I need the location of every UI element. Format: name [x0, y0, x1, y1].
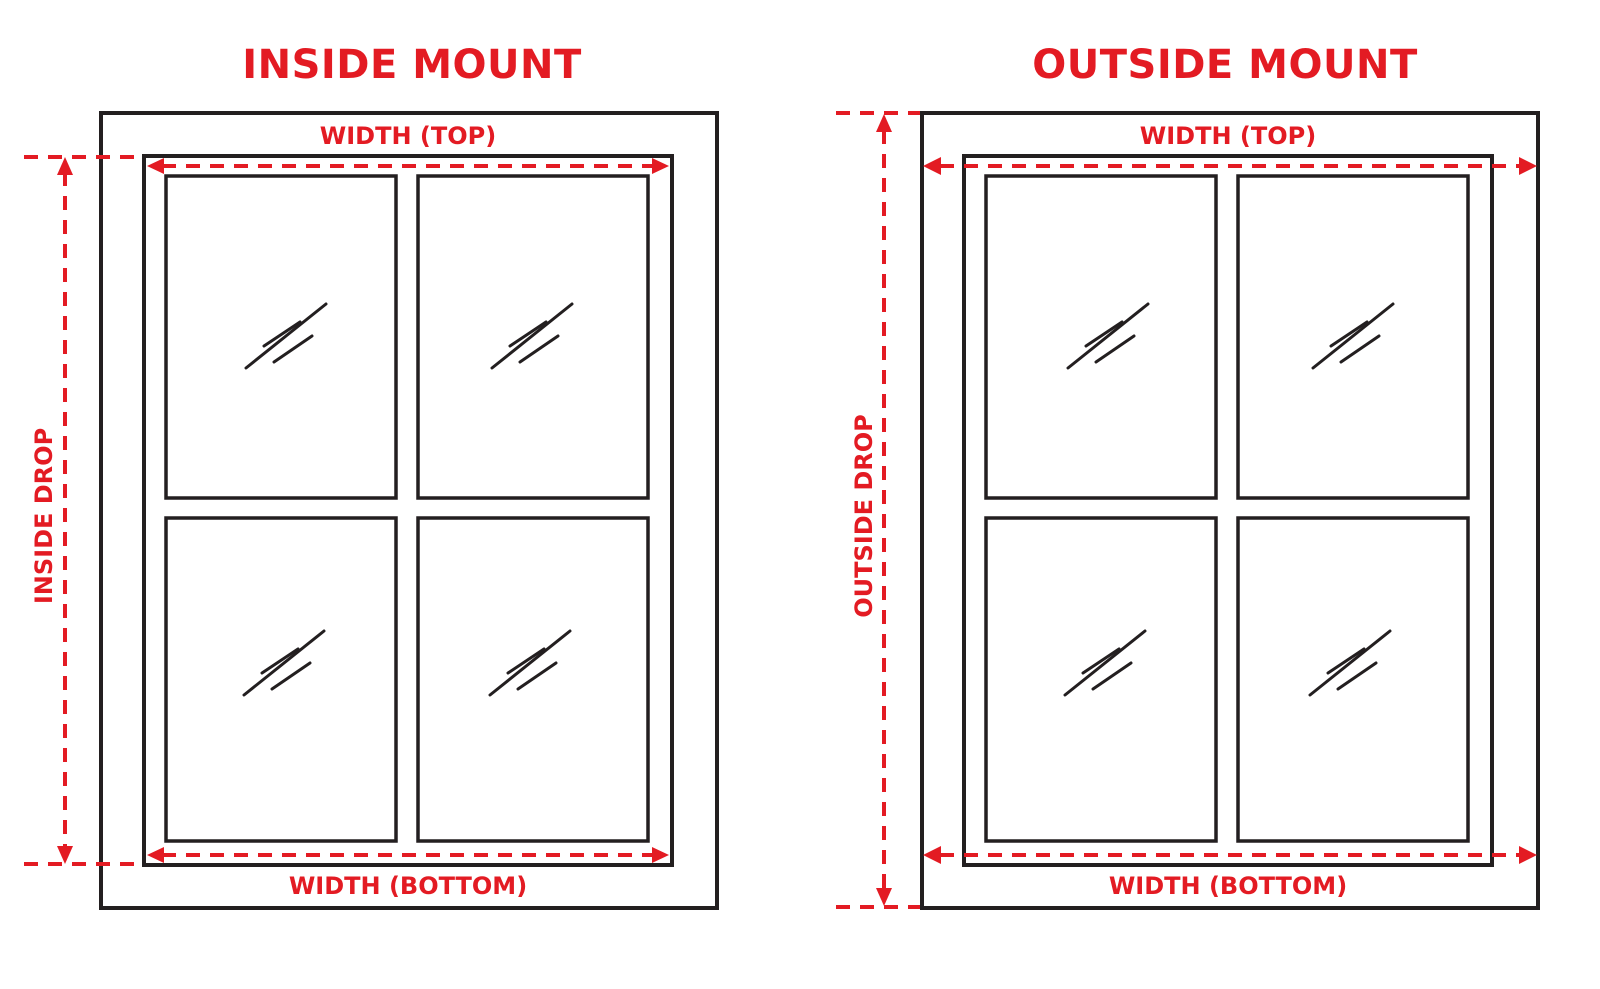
width-bottom-label: WIDTH (BOTTOM) — [1109, 872, 1347, 900]
width-bottom-label: WIDTH (BOTTOM) — [289, 872, 527, 900]
outside-drop-label: OUTSIDE DROP — [850, 414, 878, 618]
inside-mount-title: INSIDE MOUNT — [242, 42, 582, 88]
wall-frame — [99, 111, 719, 910]
wall-frame — [920, 111, 1540, 910]
outside-mount-panel: OUTSIDE MOUNT WIDTH (TOP) WIDTH (BOTTOM) — [836, 42, 1540, 910]
width-top-arrow — [147, 158, 669, 174]
window-pane-bottom-left — [164, 516, 398, 843]
outside-mount-title: OUTSIDE MOUNT — [1032, 42, 1418, 88]
width-top-arrow — [923, 157, 1537, 175]
window-pane-bottom-left — [984, 516, 1218, 843]
window-pane-top-left — [164, 174, 398, 500]
window-frame — [962, 154, 1494, 867]
inside-mount-panel: INSIDE MOUNT WIDTH (TOP) WIDTH (BOTTOM) — [24, 42, 719, 910]
inside-drop-arrow — [24, 155, 134, 866]
window-frame — [142, 154, 674, 867]
inside-drop-label: INSIDE DROP — [30, 428, 58, 604]
width-bottom-arrow — [147, 847, 669, 863]
width-top-label: WIDTH (TOP) — [320, 122, 496, 150]
outside-drop-arrow — [836, 111, 920, 909]
width-top-label: WIDTH (TOP) — [1140, 122, 1316, 150]
width-bottom-arrow — [923, 846, 1537, 864]
